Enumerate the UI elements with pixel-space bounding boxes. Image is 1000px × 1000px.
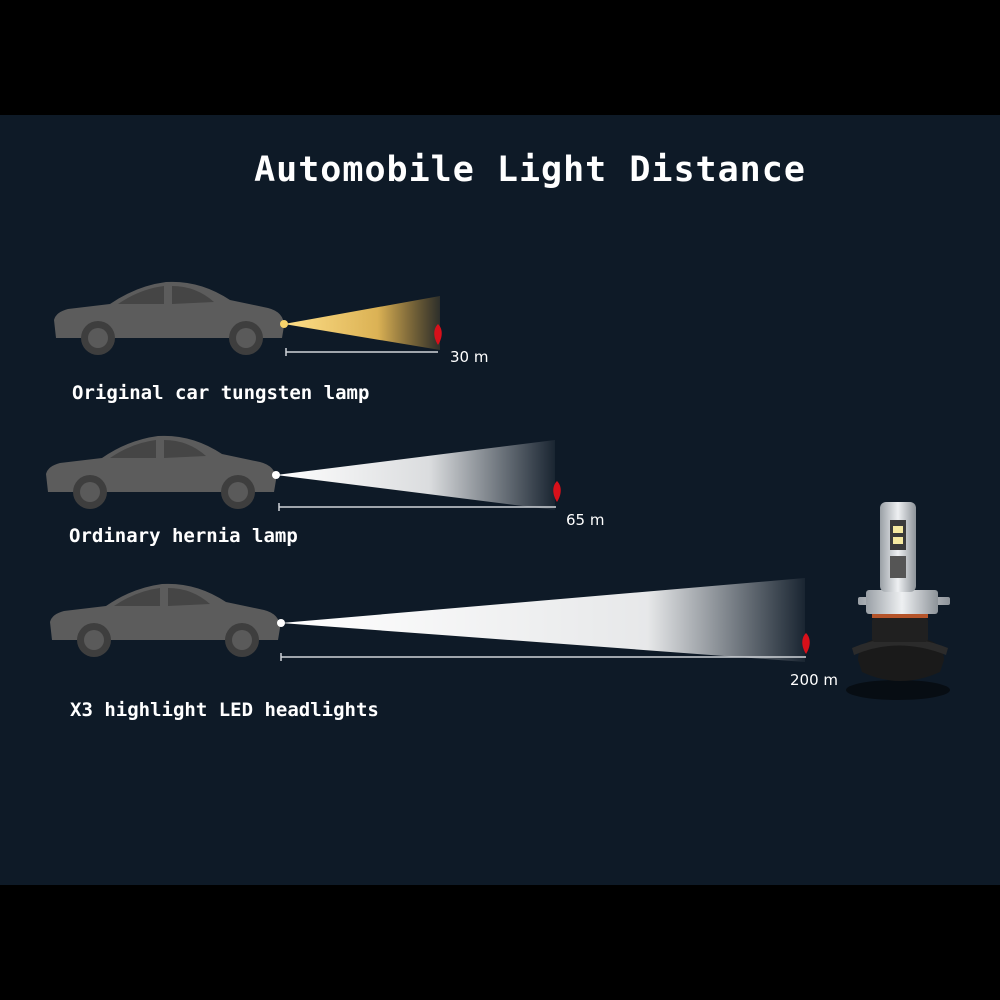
headlight-1 [280,320,288,328]
hernia-beam [276,440,555,510]
headlight-3 [277,619,285,627]
tungsten-beam [284,296,440,350]
marker-3 [802,633,810,654]
car-silhouette-3 [50,583,280,657]
car-silhouette-1 [54,281,284,355]
car-silhouette-2 [46,435,276,509]
lamp-label-tungsten: Original car tungsten lamp [72,382,370,404]
led-bulb-icon [846,502,950,700]
marker-2 [553,481,561,502]
page-title: Automobile Light Distance [254,150,806,190]
led-beam [281,578,805,662]
distance-label-hernia: 65 m [566,511,605,529]
distance-label-led: 200 m [790,671,839,689]
marker-1 [434,324,442,345]
headlight-2 [272,471,280,479]
distance-label-tungsten: 30 m [450,348,489,366]
lamp-label-hernia: Ordinary hernia lamp [69,525,298,547]
lamp-label-led: X3 highlight LED headlights [70,699,379,721]
